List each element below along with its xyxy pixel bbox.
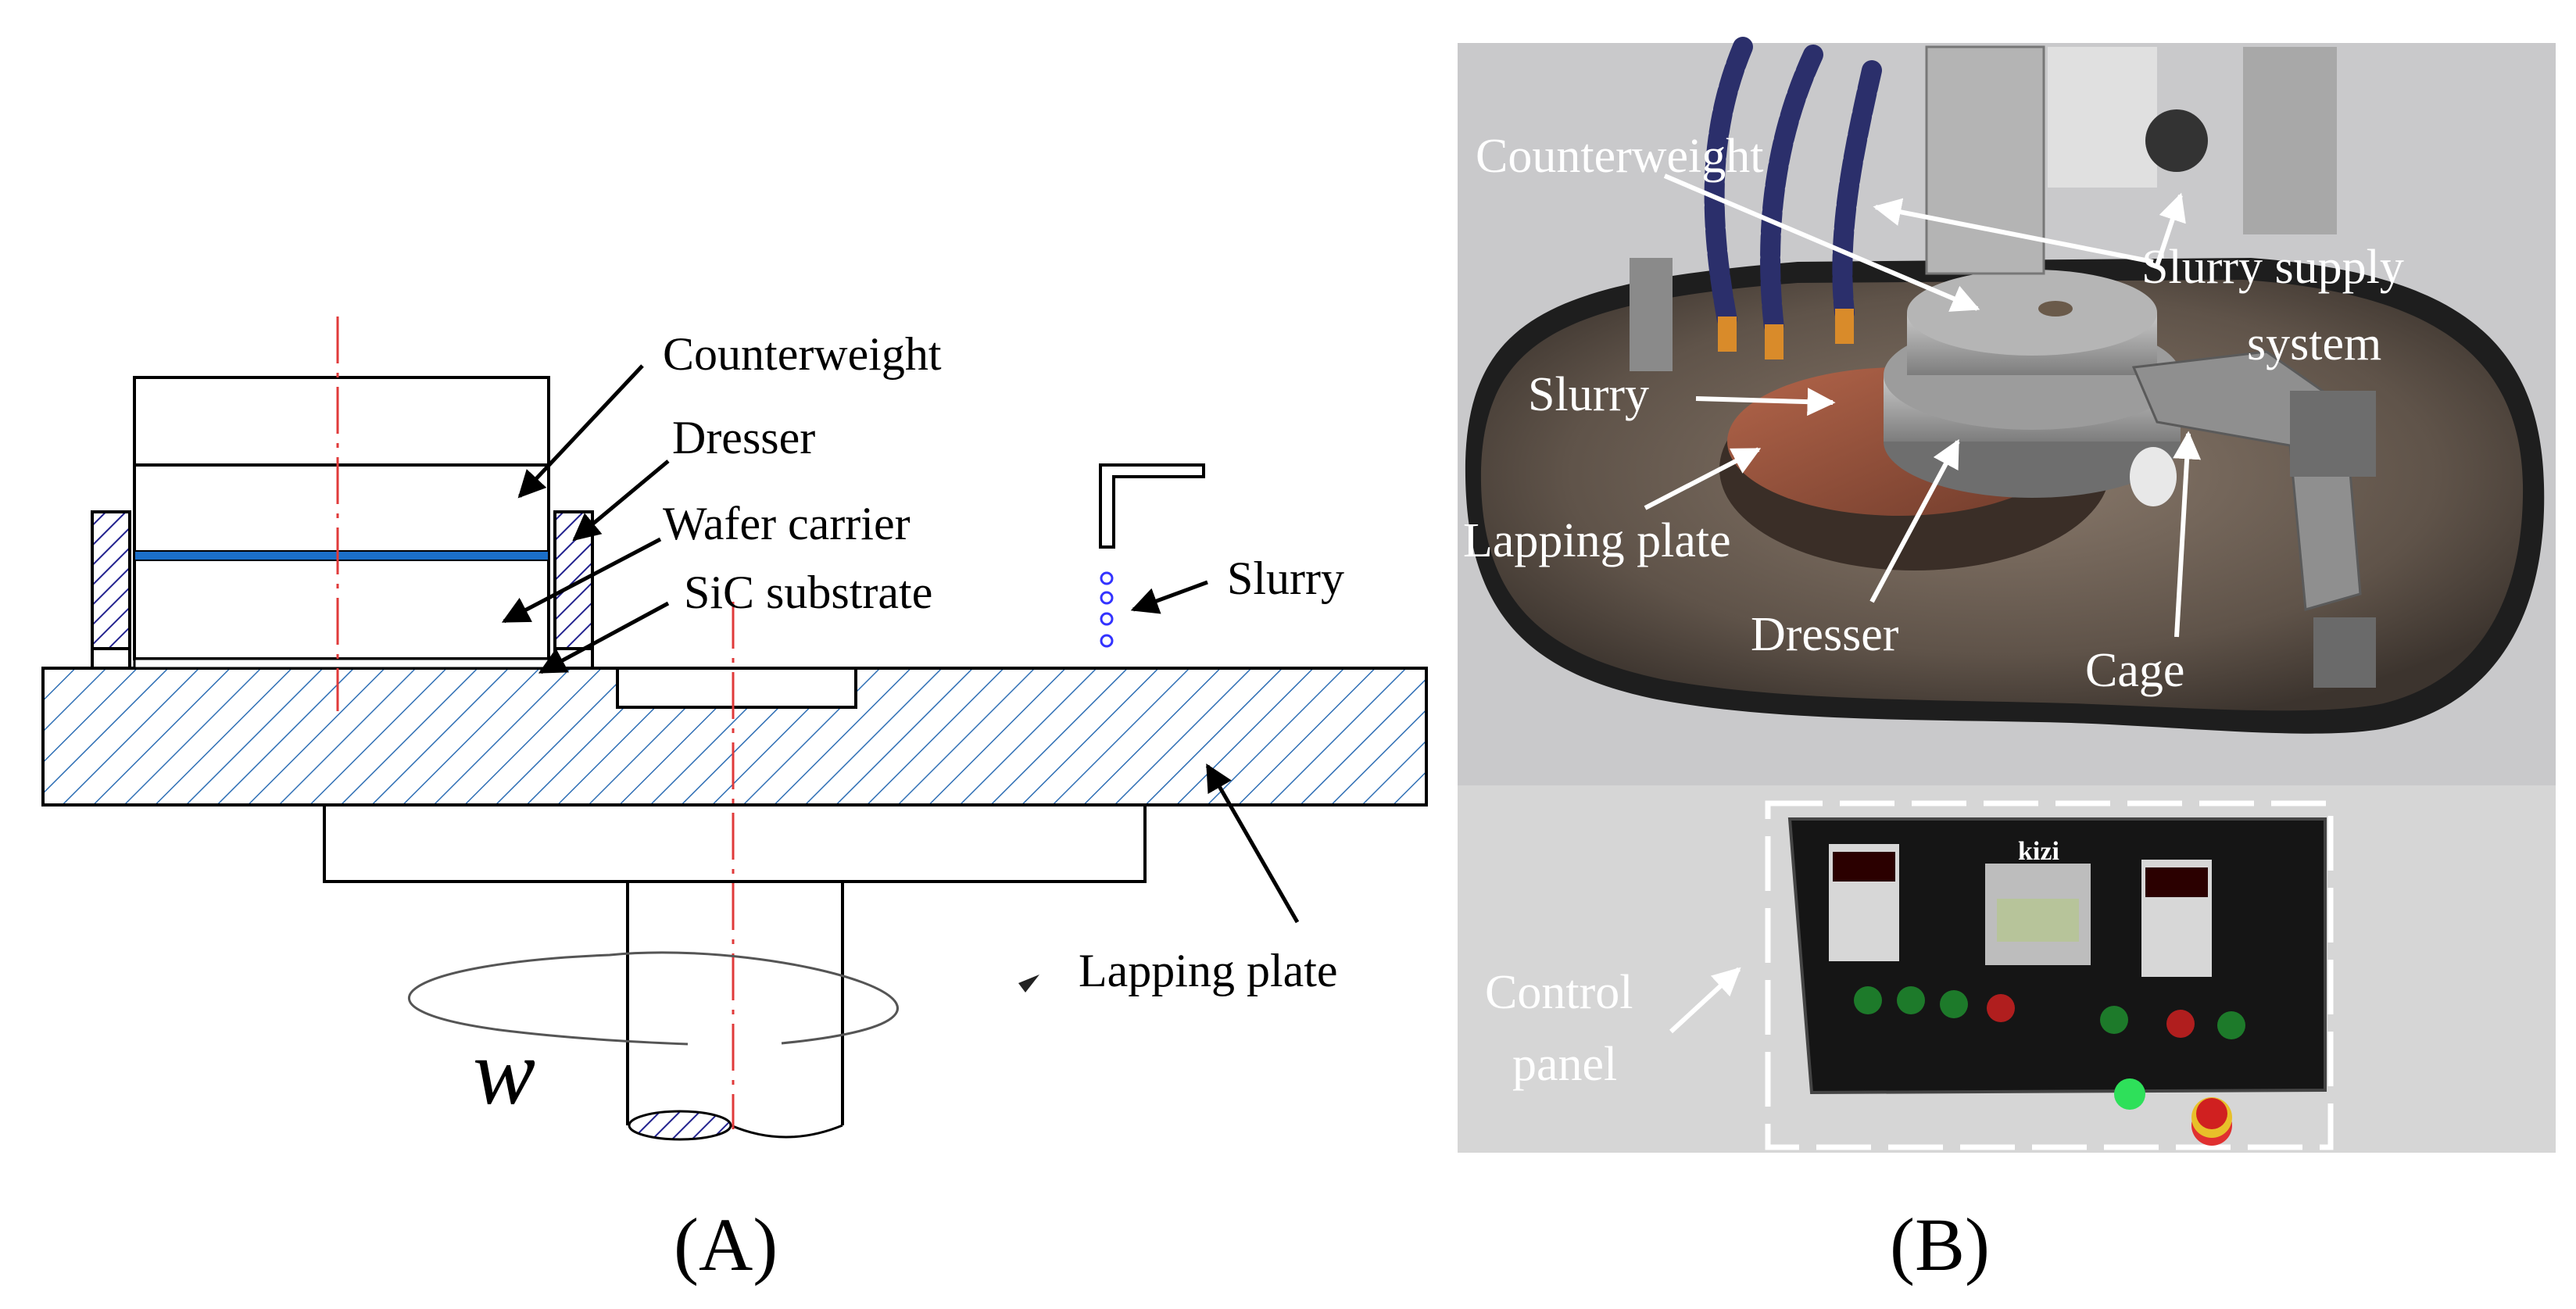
counterweight-block [133,376,550,467]
leader-lapping-plate [1205,763,1300,924]
label-b-slurry-supply-2: system [2247,317,2381,370]
spindle-shaft [626,882,844,1125]
label-lapping-plate: Lapping plate [1079,945,1338,996]
plate-hub [323,803,1147,883]
label-b-lapping-plate: Lapping plate [1463,514,1731,567]
label-b-cage: Cage [2085,644,2184,697]
plate-groove [616,667,857,709]
leader-b-lapping-plate [1644,447,1762,510]
photo-tower [1925,45,2045,275]
leader-b-control-panel [1669,967,1741,1034]
dresser-ring-left [91,510,131,650]
leader-sic [538,601,670,674]
leader-counterweight [517,364,644,499]
leader-b-dresser [1869,438,1960,603]
leader-b-counterweight [1663,173,1980,312]
label-b-control-2: panel [1512,1038,1617,1091]
label-rotation-w: w [473,1020,535,1124]
rotation-arrow [408,951,899,1046]
caption-b: (B) [1890,1203,1990,1286]
label-wafer-carrier: Wafer carrier [663,498,911,549]
dresser-ring-right [553,510,594,650]
label-b-dresser: Dresser [1751,608,1899,661]
leader-b-slurry [1695,388,1836,417]
control-panel-frame [1765,800,2334,1150]
carrier-band [134,550,549,561]
label-b-slurry-supply-1: Slurry supply [2141,241,2404,294]
shaft-section [628,1110,732,1141]
label-slurry: Slurry [1227,553,1344,604]
panel-brand: kizi [2018,837,2059,866]
label-b-counterweight: Counterweight [1476,130,1764,183]
panel-knobs [1854,986,2245,1146]
label-counterweight: Counterweight [663,328,942,380]
slurry-nozzle [1099,463,1205,549]
photo-hoses [1704,37,1882,338]
leader-b-slurry-supply [1873,198,2154,264]
leader-b-cage [2173,431,2202,638]
label-b-slurry: Slurry [1528,368,1649,421]
label-dresser: Dresser [672,412,815,463]
photo-pump [2145,109,2208,172]
leader-b-slurry-supply-2 [2155,192,2186,266]
panel-a-schematic: Counterweight Dresser Wafer carrier SiC … [41,317,1428,1286]
slurry-drops [1100,571,1114,648]
caption-a: (A) [674,1203,778,1286]
leader-wafer-carrier [501,537,662,624]
label-sic-substrate: SiC substrate [684,567,932,618]
leader-slurry [1130,580,1208,614]
panel-b-photo: kizi Counterweight Slurry s [1458,37,2556,1286]
leader-dresser [572,460,670,542]
label-b-control-1: Control [1485,966,1633,1019]
sic-substrate-shape [133,657,550,670]
wafer-carrier-block [133,463,550,660]
